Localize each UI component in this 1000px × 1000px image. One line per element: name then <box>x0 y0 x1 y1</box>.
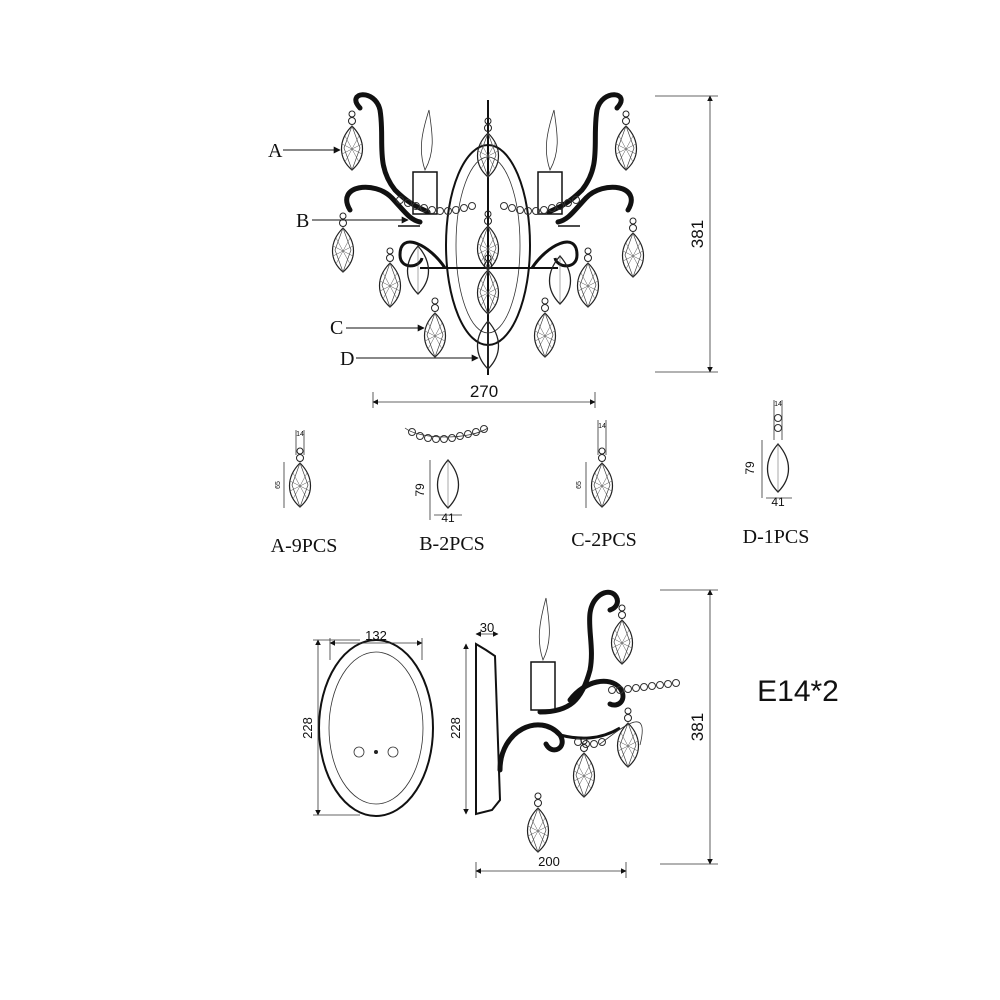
crystal-a-4 <box>621 217 645 278</box>
crystal-a-2 <box>614 110 638 171</box>
svg-text:B: B <box>296 210 309 232</box>
side-plate-height-dimension: 228 <box>448 643 469 815</box>
svg-text:132: 132 <box>365 628 387 643</box>
svg-text:C: C <box>330 317 343 339</box>
side-height-dimension: 381 <box>660 589 718 865</box>
svg-text:14: 14 <box>774 401 782 408</box>
svg-text:65: 65 <box>275 481 282 489</box>
front-view: A B C D 270 381 <box>268 92 718 408</box>
front-height-dimension: 381 <box>655 95 718 373</box>
crystal-b-right <box>548 255 572 305</box>
svg-text:A: A <box>268 140 283 162</box>
svg-text:381: 381 <box>688 220 707 248</box>
svg-text:270: 270 <box>470 382 498 401</box>
svg-text:79: 79 <box>743 461 757 475</box>
side-projection-dimension: 200 <box>475 854 627 878</box>
svg-text:41: 41 <box>771 495 785 509</box>
part-d-caption: D-1PCS <box>743 526 810 548</box>
svg-text:381: 381 <box>688 713 707 741</box>
svg-text:65: 65 <box>576 481 583 489</box>
crystal-b-left <box>406 245 430 295</box>
callout-b: B <box>296 210 409 232</box>
part-c: 14 65 C-2PCS <box>571 420 637 551</box>
candle-right <box>537 109 563 215</box>
part-c-caption: C-2PCS <box>571 529 637 551</box>
candle-left <box>412 109 438 215</box>
crystal-d-bottom <box>476 320 500 370</box>
svg-text:14: 14 <box>296 431 304 438</box>
callout-c: C <box>330 317 425 339</box>
part-b-caption: B-2PCS <box>419 533 485 555</box>
svg-text:228: 228 <box>448 717 463 739</box>
backplate-width-dimension: 132 <box>329 628 423 660</box>
svg-text:200: 200 <box>538 854 560 869</box>
crystal-c-right <box>533 297 557 358</box>
part-a-caption: A-9PCS <box>271 535 338 557</box>
svg-text:79: 79 <box>413 483 427 497</box>
svg-text:41: 41 <box>441 511 455 525</box>
crystal-a-1 <box>340 110 364 171</box>
crystal-a-6 <box>576 247 600 308</box>
side-depth-dimension: 30 <box>475 620 499 637</box>
svg-text:228: 228 <box>300 717 315 739</box>
bead-garland-right <box>500 196 580 215</box>
svg-text:14: 14 <box>598 423 606 430</box>
part-b: 79 41 B-2PCS <box>404 425 489 555</box>
svg-text:30: 30 <box>480 620 494 635</box>
part-a: 14 65 A-9PCS <box>271 430 338 557</box>
bead-garland-left <box>396 196 476 215</box>
crystal-a-3 <box>331 212 355 273</box>
front-width-dimension: 270 <box>372 382 596 408</box>
backplate-height-dimension: 228 <box>300 639 360 816</box>
callout-d: D <box>340 348 479 370</box>
bulb-spec-label: E14*2 <box>757 675 839 708</box>
svg-text:D: D <box>340 348 354 370</box>
part-d: 14 79 41 D-1PCS <box>743 400 810 548</box>
crystal-a-5 <box>378 247 402 308</box>
crystal-c-left <box>423 297 447 358</box>
side-view: 30 228 381 <box>448 589 718 878</box>
backplate-view: 132 228 <box>300 628 434 817</box>
callout-a: A <box>268 140 341 162</box>
